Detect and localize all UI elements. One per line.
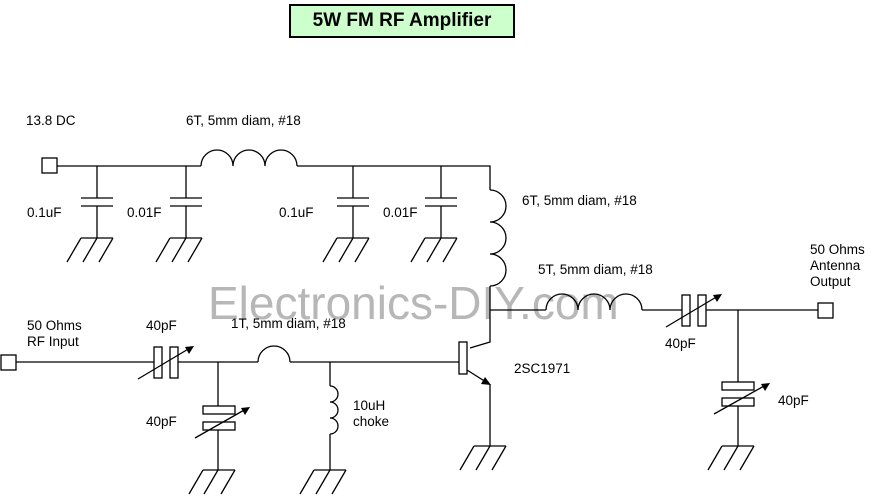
ground-icon: [410, 237, 458, 263]
capacitor-c2: [155, 166, 203, 263]
collector-wire: [469, 286, 491, 349]
transistor-2sc1971: [458, 341, 507, 471]
vc-output-series-label: 40pF: [665, 336, 696, 351]
transistor-label: 2SC1971: [514, 361, 571, 376]
vc-input-series-label: 40pF: [146, 318, 177, 333]
choke-inductor: [299, 362, 347, 495]
antenna-output-line-1: 50 Ohms: [810, 242, 865, 257]
diagram-title: 5W FM RF Amplifier: [289, 4, 515, 38]
vc-output-shunt-label: 40pF: [778, 393, 809, 408]
antenna-terminal: [817, 302, 834, 319]
ground-icon: [707, 445, 755, 471]
capacitor-c3: [322, 166, 370, 263]
inductor-l1: [200, 149, 298, 167]
top-rail-wire-2: [297, 165, 491, 190]
rf-input-terminal: [0, 354, 17, 371]
dc-supply-label: 13.8 DC: [26, 113, 76, 128]
c3-label: 0.1uF: [279, 205, 314, 220]
choke-line-2: choke: [353, 414, 390, 429]
capacitor-c4: [410, 166, 458, 263]
ground-icon: [66, 237, 114, 263]
inductor-l4: [257, 345, 291, 363]
c1-label: 0.1uF: [27, 205, 62, 220]
inductor-l2: [489, 189, 507, 287]
c2-label: 0.01F: [127, 205, 162, 220]
capacitor-c1: [66, 166, 114, 263]
l2-label: 6T, 5mm diam, #18: [522, 193, 637, 208]
l4-label: 1T, 5mm diam, #18: [231, 316, 346, 331]
choke-label: 10uH choke: [353, 398, 389, 430]
vc-input-shunt-label: 40pF: [146, 414, 177, 429]
ground-icon: [299, 469, 347, 495]
variable-capacitor-output-series: [665, 294, 722, 328]
rf-input-label: 50 Ohms RF Input: [27, 318, 82, 350]
rf-input-line-2: RF Input: [27, 334, 79, 349]
inductor-l3: [545, 293, 643, 311]
ground-icon: [188, 469, 236, 495]
c4-label: 0.01F: [383, 205, 418, 220]
ground-icon: [155, 237, 203, 263]
l3-label: 5T, 5mm diam, #18: [538, 262, 653, 277]
dc-terminal: [41, 157, 58, 174]
watermark: Electronics-DIY.com: [208, 277, 619, 329]
choke-line-1: 10uH: [353, 398, 386, 413]
ground-icon: [322, 237, 370, 263]
variable-capacitor-output-shunt: [707, 310, 770, 471]
antenna-output-line-2: Antenna: [810, 258, 861, 273]
antenna-output-label: 50 Ohms Antenna Output: [810, 242, 865, 290]
antenna-output-line-3: Output: [810, 274, 851, 289]
ground-icon: [459, 445, 507, 471]
rf-input-line-1: 50 Ohms: [27, 318, 82, 333]
variable-capacitor-input-shunt: [188, 362, 250, 495]
l1-label: 6T, 5mm diam, #18: [186, 113, 301, 128]
